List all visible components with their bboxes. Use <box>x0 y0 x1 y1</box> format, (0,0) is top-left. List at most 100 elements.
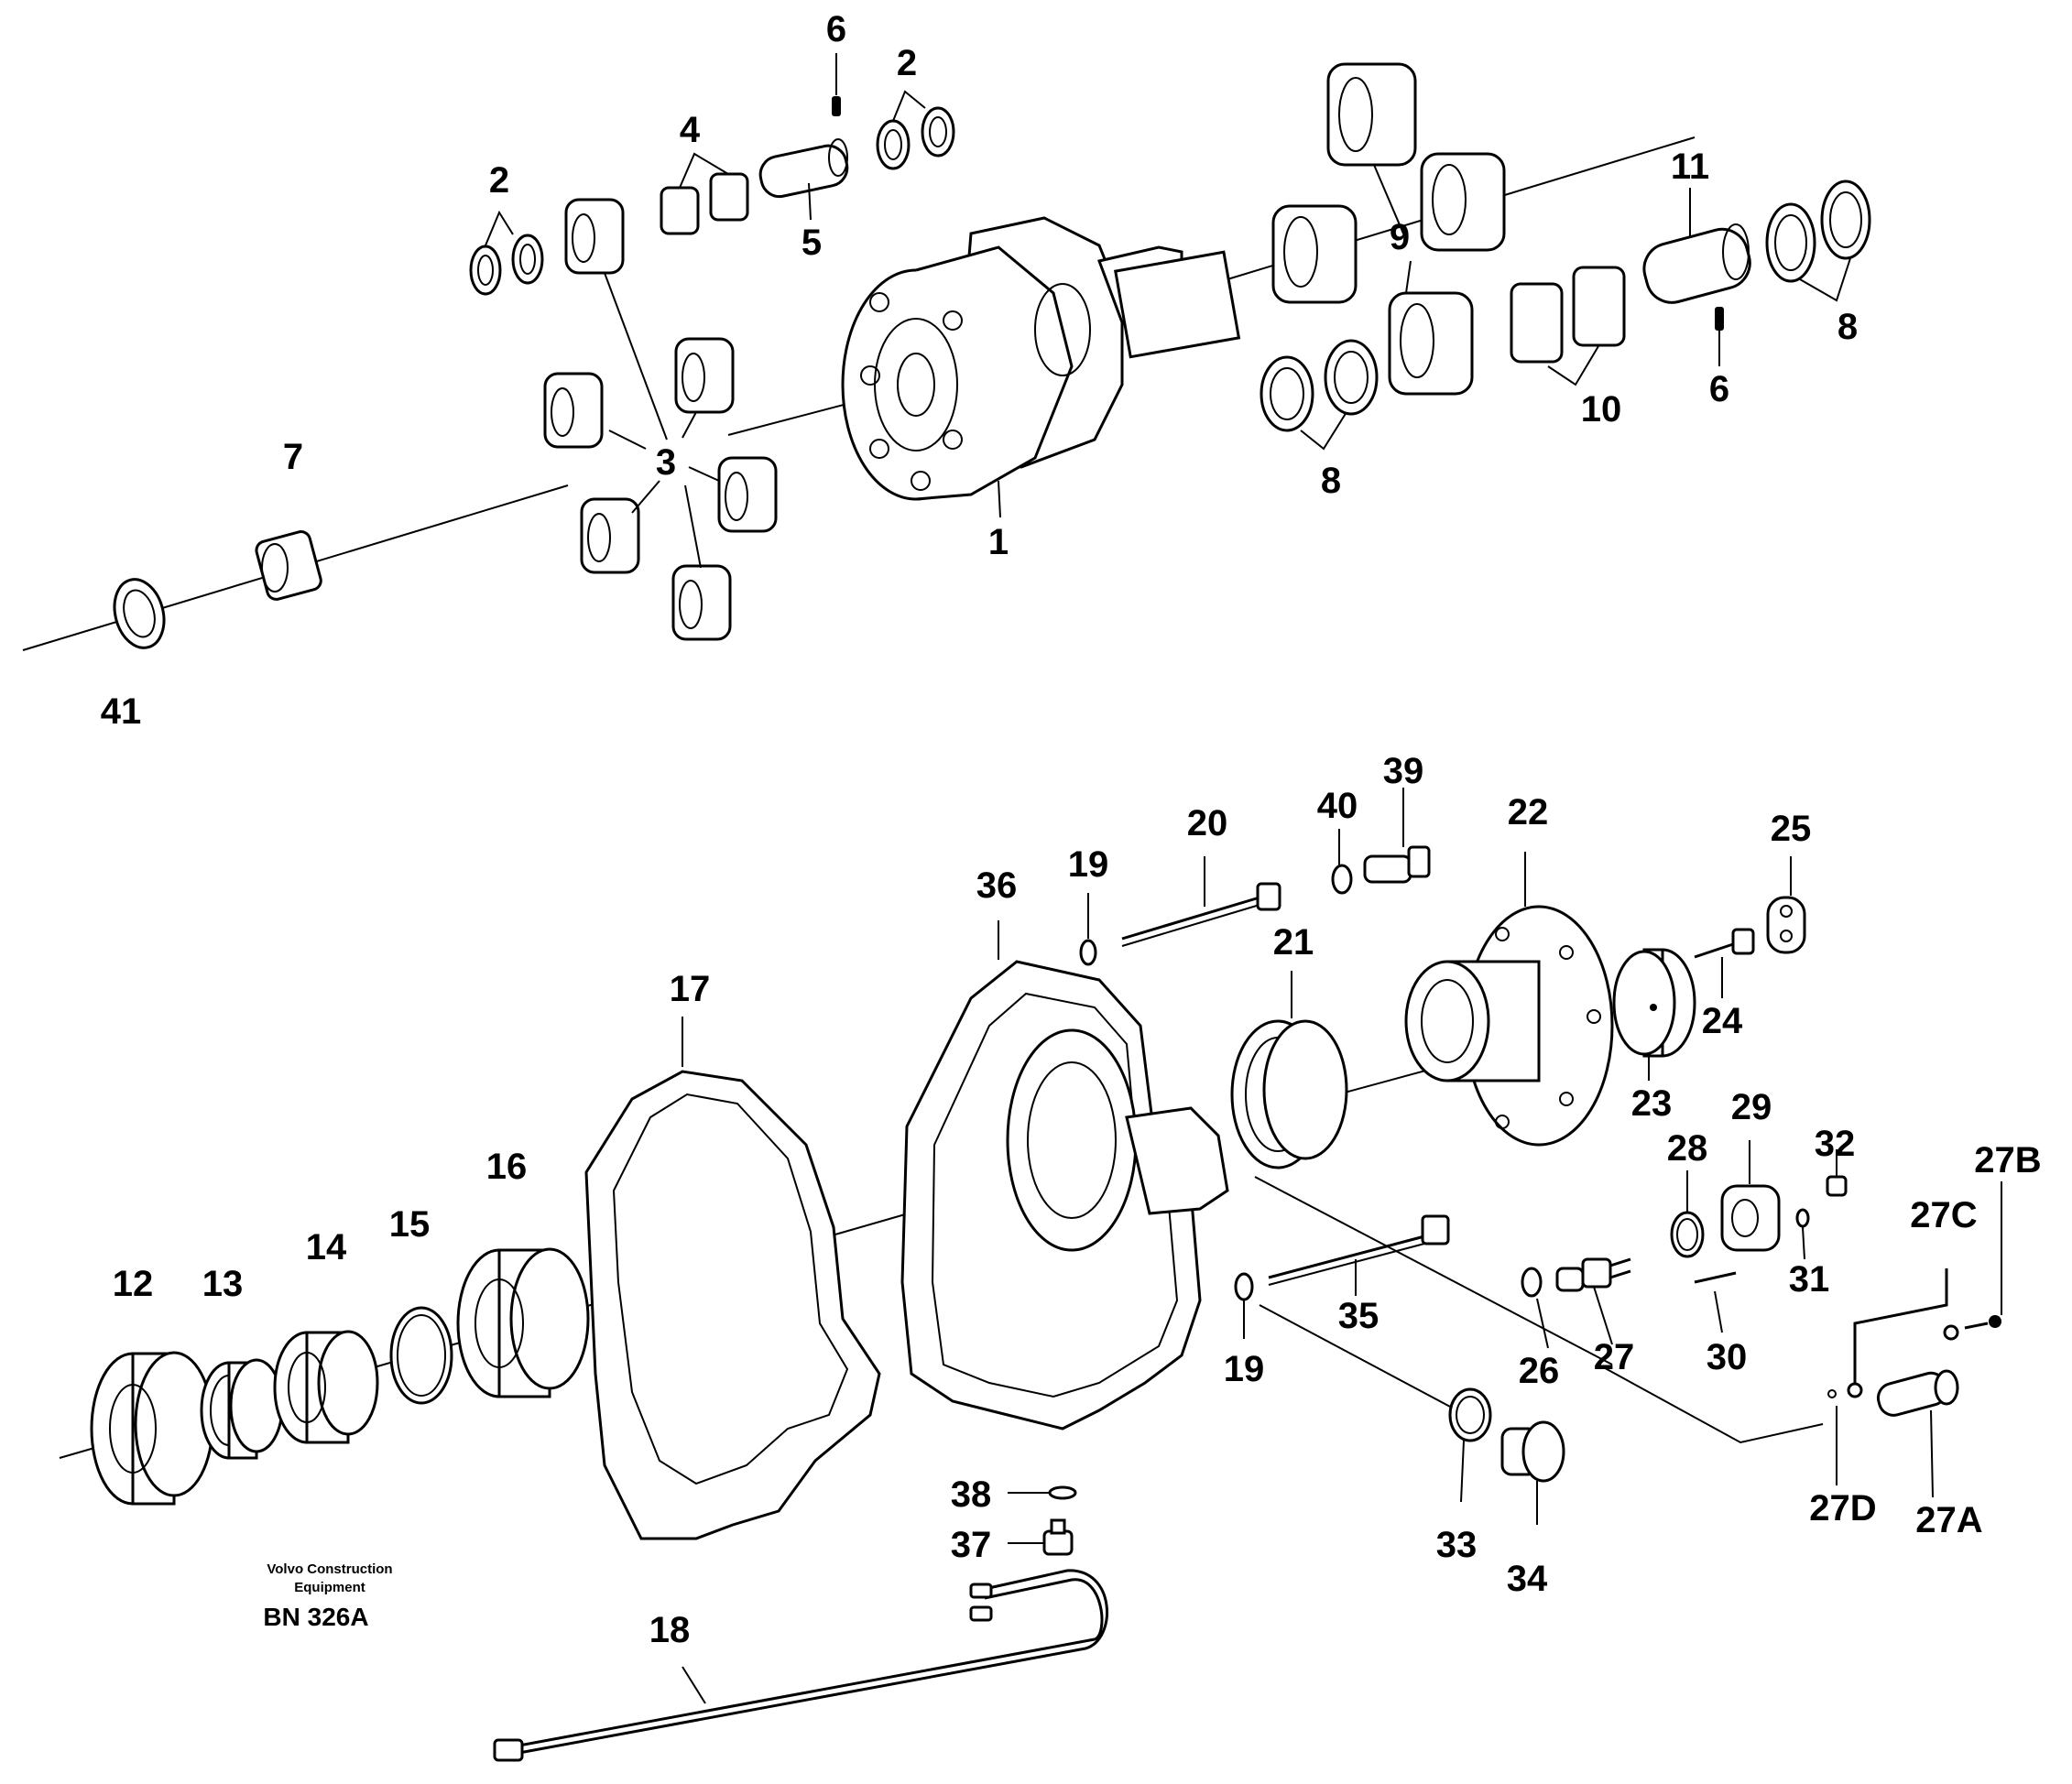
caption-company-line1: Volvo Construction <box>267 1561 392 1577</box>
washer-31 <box>1795 1208 1810 1260</box>
gear-3a <box>543 372 604 449</box>
gear-3c <box>717 456 778 533</box>
washer-19-bottom <box>1234 1272 1254 1339</box>
callout-11: 11 <box>1671 147 1709 187</box>
needle-bearings-4 <box>660 152 749 235</box>
callout-41: 41 <box>101 691 142 732</box>
callout-30: 30 <box>1707 1337 1748 1377</box>
sun-gears-9 <box>1271 62 1506 396</box>
top-assembly <box>22 53 1871 651</box>
callout-27C: 27C <box>1910 1195 1977 1235</box>
callout-27: 27 <box>1594 1337 1635 1377</box>
housing-36 <box>900 920 1229 1430</box>
callout-23: 23 <box>1631 1083 1673 1124</box>
callout-17: 17 <box>670 969 711 1009</box>
bottom-assembly <box>59 788 2002 1762</box>
needle-bearing-7 <box>255 530 322 601</box>
callout-31: 31 <box>1789 1259 1830 1300</box>
clip-38 <box>1008 1485 1077 1500</box>
washers-8-right <box>1765 179 1871 302</box>
callout-27B: 27B <box>1974 1140 2041 1180</box>
lock-plate-25 <box>1766 856 1806 954</box>
nut-32 <box>1826 1149 1848 1197</box>
axis-line-sensor <box>1598 1364 1824 1444</box>
callout-20: 20 <box>1187 803 1228 843</box>
callout-22: 22 <box>1508 792 1549 832</box>
sleeve-14 <box>273 1330 379 1444</box>
gasket-17 <box>584 1017 881 1540</box>
seal-ring-40 <box>1331 829 1353 895</box>
callout-39: 39 <box>1383 751 1424 791</box>
oil-seal-21 <box>1230 971 1348 1169</box>
sensor-housing-29 <box>1720 1140 1781 1252</box>
callout-3: 3 <box>656 442 676 483</box>
callout-28: 28 <box>1667 1128 1708 1169</box>
o-ring-33 <box>1448 1387 1492 1503</box>
bolt-20 <box>1121 856 1281 947</box>
seal-ring-26 <box>1521 1267 1549 1349</box>
callout-26: 26 <box>1519 1351 1560 1391</box>
gear-3e <box>671 564 732 641</box>
o-ring-28 <box>1670 1170 1705 1258</box>
sensor-37 <box>1008 1518 1074 1556</box>
callout-8-right: 8 <box>1838 307 1858 347</box>
callout-5: 5 <box>802 223 822 263</box>
gear-3d <box>580 497 640 574</box>
callout-27D: 27D <box>1809 1488 1876 1528</box>
callout-6-right: 6 <box>1709 369 1729 409</box>
callout-38: 38 <box>951 1474 992 1515</box>
callout-2-left: 2 <box>489 160 509 201</box>
callout-40: 40 <box>1317 786 1358 826</box>
callout-14: 14 <box>306 1227 347 1267</box>
callout-18: 18 <box>649 1610 691 1650</box>
callout-16: 16 <box>486 1147 528 1187</box>
washer-41 <box>113 578 166 649</box>
screw-27B <box>1964 1181 2002 1330</box>
stud-30 <box>1694 1271 1737 1333</box>
callout-2-right: 2 <box>897 43 917 83</box>
bearing-16 <box>456 1247 590 1398</box>
axis-line-plug <box>1259 1304 1467 1416</box>
caption-company-line2: Equipment <box>294 1580 365 1595</box>
roll-pin-6-right <box>1715 307 1724 366</box>
pressure-switch-27 <box>1555 1257 1631 1345</box>
callout-15: 15 <box>389 1204 431 1245</box>
callout-labels: 1 2 2 3 4 5 6 6 7 8 8 9 10 11 12 13 14 1… <box>101 9 2042 1650</box>
planet-carrier-1 <box>841 216 1241 518</box>
callout-13: 13 <box>202 1264 244 1304</box>
bearing-race-13 <box>200 1358 284 1460</box>
callout-25: 25 <box>1771 809 1812 849</box>
callout-34: 34 <box>1507 1559 1548 1599</box>
washers-8-lower <box>1260 339 1379 451</box>
washers-2-left <box>469 210 544 296</box>
bearing-12 <box>90 1351 214 1506</box>
callout-21: 21 <box>1273 922 1314 963</box>
washer-plate-23 <box>1612 948 1696 1081</box>
bolt-35 <box>1268 1214 1450 1296</box>
snap-ring-15 <box>389 1306 453 1405</box>
callout-19-bottom: 19 <box>1224 1349 1265 1389</box>
gear-3b <box>674 337 735 414</box>
drain-plug-34 <box>1500 1420 1565 1525</box>
caption-block: Volvo Construction Equipment BN 326A <box>263 1561 392 1631</box>
callout-10: 10 <box>1581 389 1622 430</box>
needle-bearings-10 <box>1510 266 1626 386</box>
callout-6-top: 6 <box>826 9 846 49</box>
bolt-24 <box>1694 928 1755 998</box>
washers-27D <box>1827 1382 1863 1485</box>
planet-gears-3 <box>543 198 778 641</box>
callout-1: 1 <box>988 522 1009 562</box>
callout-4: 4 <box>680 110 701 150</box>
washer-19-top <box>1079 893 1097 966</box>
callout-32: 32 <box>1815 1124 1856 1164</box>
callout-7: 7 <box>283 437 303 477</box>
pin-5 <box>758 138 849 221</box>
axis-line-switch <box>1254 1176 1613 1365</box>
flange-22 <box>1404 852 1614 1147</box>
breather-39 <box>1363 788 1431 884</box>
caption-code: BN 326A <box>263 1603 368 1631</box>
shaft-11 <box>1642 188 1751 304</box>
bracket-27C <box>1853 1268 1959 1383</box>
